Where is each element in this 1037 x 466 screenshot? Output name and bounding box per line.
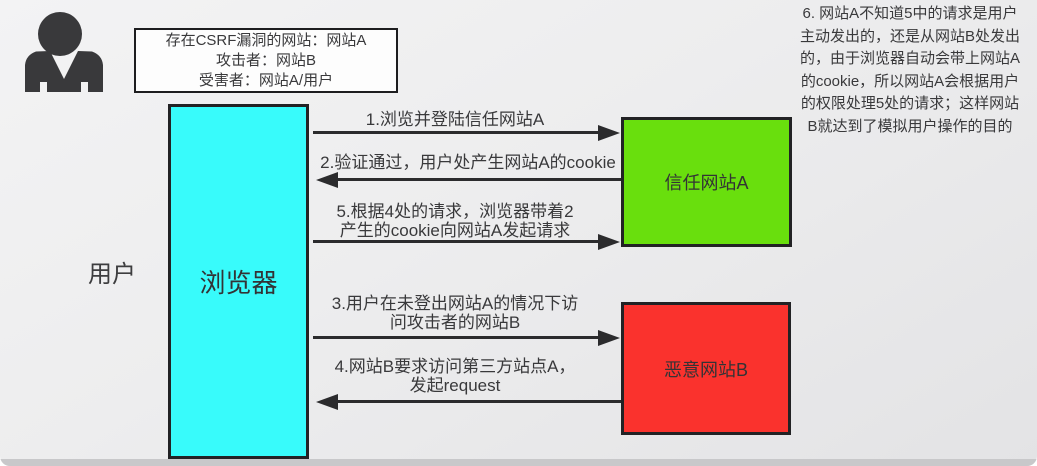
malicious-site-label: 恶意网站B — [663, 359, 748, 380]
trusted-site-label: 信任网站A — [664, 173, 749, 193]
flow-1-label: 1.浏览并登陆信任网站A — [365, 110, 545, 129]
flow-3-label: 3.用户在未登出网站A的情况下访 问攻击者的网站B — [331, 294, 579, 332]
trusted-site-node: 信任网站A — [621, 117, 792, 247]
legend-line-victim: 受害者：网站A/用户 — [198, 72, 334, 89]
malicious-site-node: 恶意网站B — [621, 302, 791, 435]
flow-3-arrow-right-icon — [313, 329, 620, 346]
user-person-icon — [25, 12, 103, 92]
flow-2-label: 2.验证通过，用户处产生网站A的cookie — [320, 153, 616, 172]
flow-2-arrow-left-icon — [316, 171, 621, 188]
browser-node-label: 浏览器 — [199, 268, 278, 298]
legend-line-attacker: 攻击者：网站B — [215, 52, 316, 69]
flow-4-label: 4.网站B要求访问第三方站点A， 发起request — [334, 357, 576, 395]
user-label: 用户 — [88, 261, 136, 288]
flow-4-arrow-left-icon — [316, 393, 621, 410]
browser-node: 浏览器 — [168, 104, 309, 459]
flow-1-arrow-right-icon — [313, 124, 620, 141]
bottom-edge-band — [0, 459, 1037, 466]
legend-box: 存在CSRF漏洞的网站：网站A 攻击者：网站B 受害者：网站A/用户 — [134, 28, 398, 93]
flow-5-label: 5.根据4处的请求，浏览器带着2 产生的cookie向网站A发起请求 — [336, 202, 574, 240]
explanation-note: 6. 网站A不知道5中的请求是用户 主动发出的，还是从网站B处发出 的，由于浏览… — [799, 5, 1020, 135]
flow-5-arrow-right-icon — [313, 233, 620, 250]
legend-line-vulnerable-site: 存在CSRF漏洞的网站：网站A — [165, 32, 367, 49]
